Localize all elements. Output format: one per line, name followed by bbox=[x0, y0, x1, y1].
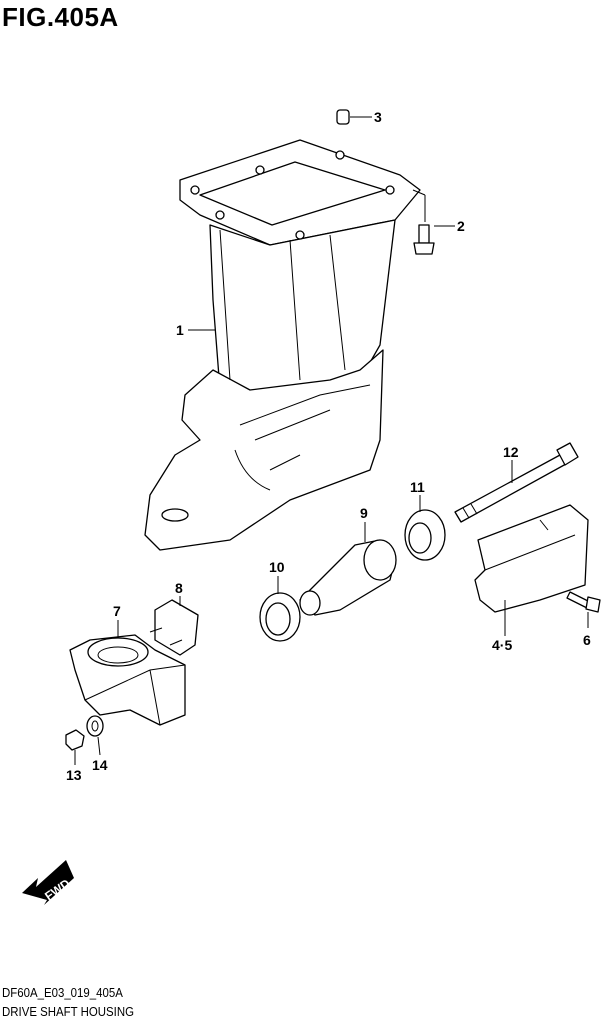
fwd-arrow-icon: FWD bbox=[22, 860, 74, 905]
part-6-bolt bbox=[566, 591, 601, 628]
callout-8: 8 bbox=[175, 580, 183, 596]
callout-2: 2 bbox=[457, 218, 465, 234]
figure-title: FIG.405A bbox=[2, 2, 119, 32]
callout-7: 7 bbox=[113, 603, 121, 619]
part-12-long-bolt bbox=[454, 442, 579, 523]
part-3-dowel-pin bbox=[336, 109, 372, 125]
callout-1: 1 bbox=[176, 322, 184, 338]
callout-14: 14 bbox=[92, 757, 108, 773]
part-9-bushing bbox=[299, 522, 397, 616]
part-1-drive-shaft-housing bbox=[144, 139, 421, 551]
part-10-seal bbox=[259, 576, 301, 642]
callout-6: 6 bbox=[583, 632, 591, 648]
part-11-oil-seal bbox=[404, 495, 446, 561]
callout-4-5: 4·5 bbox=[492, 637, 512, 653]
part-13-nut bbox=[65, 729, 85, 765]
part-14-washer bbox=[86, 715, 104, 756]
figure-code: DF60A_E03_019_405A bbox=[2, 985, 123, 1000]
figure-description: DRIVE SHAFT HOUSING bbox=[2, 1004, 135, 1019]
part-2-bolt bbox=[412, 189, 455, 255]
callout-10: 10 bbox=[269, 559, 285, 575]
callout-11: 11 bbox=[410, 479, 425, 495]
part-8-mount bbox=[149, 596, 199, 656]
part-7-rubber-mount bbox=[69, 620, 186, 726]
callout-3: 3 bbox=[374, 109, 382, 125]
callout-9: 9 bbox=[360, 505, 368, 521]
callout-12: 12 bbox=[503, 444, 519, 460]
part-4-5-cover bbox=[474, 504, 589, 636]
callout-13: 13 bbox=[66, 767, 82, 783]
